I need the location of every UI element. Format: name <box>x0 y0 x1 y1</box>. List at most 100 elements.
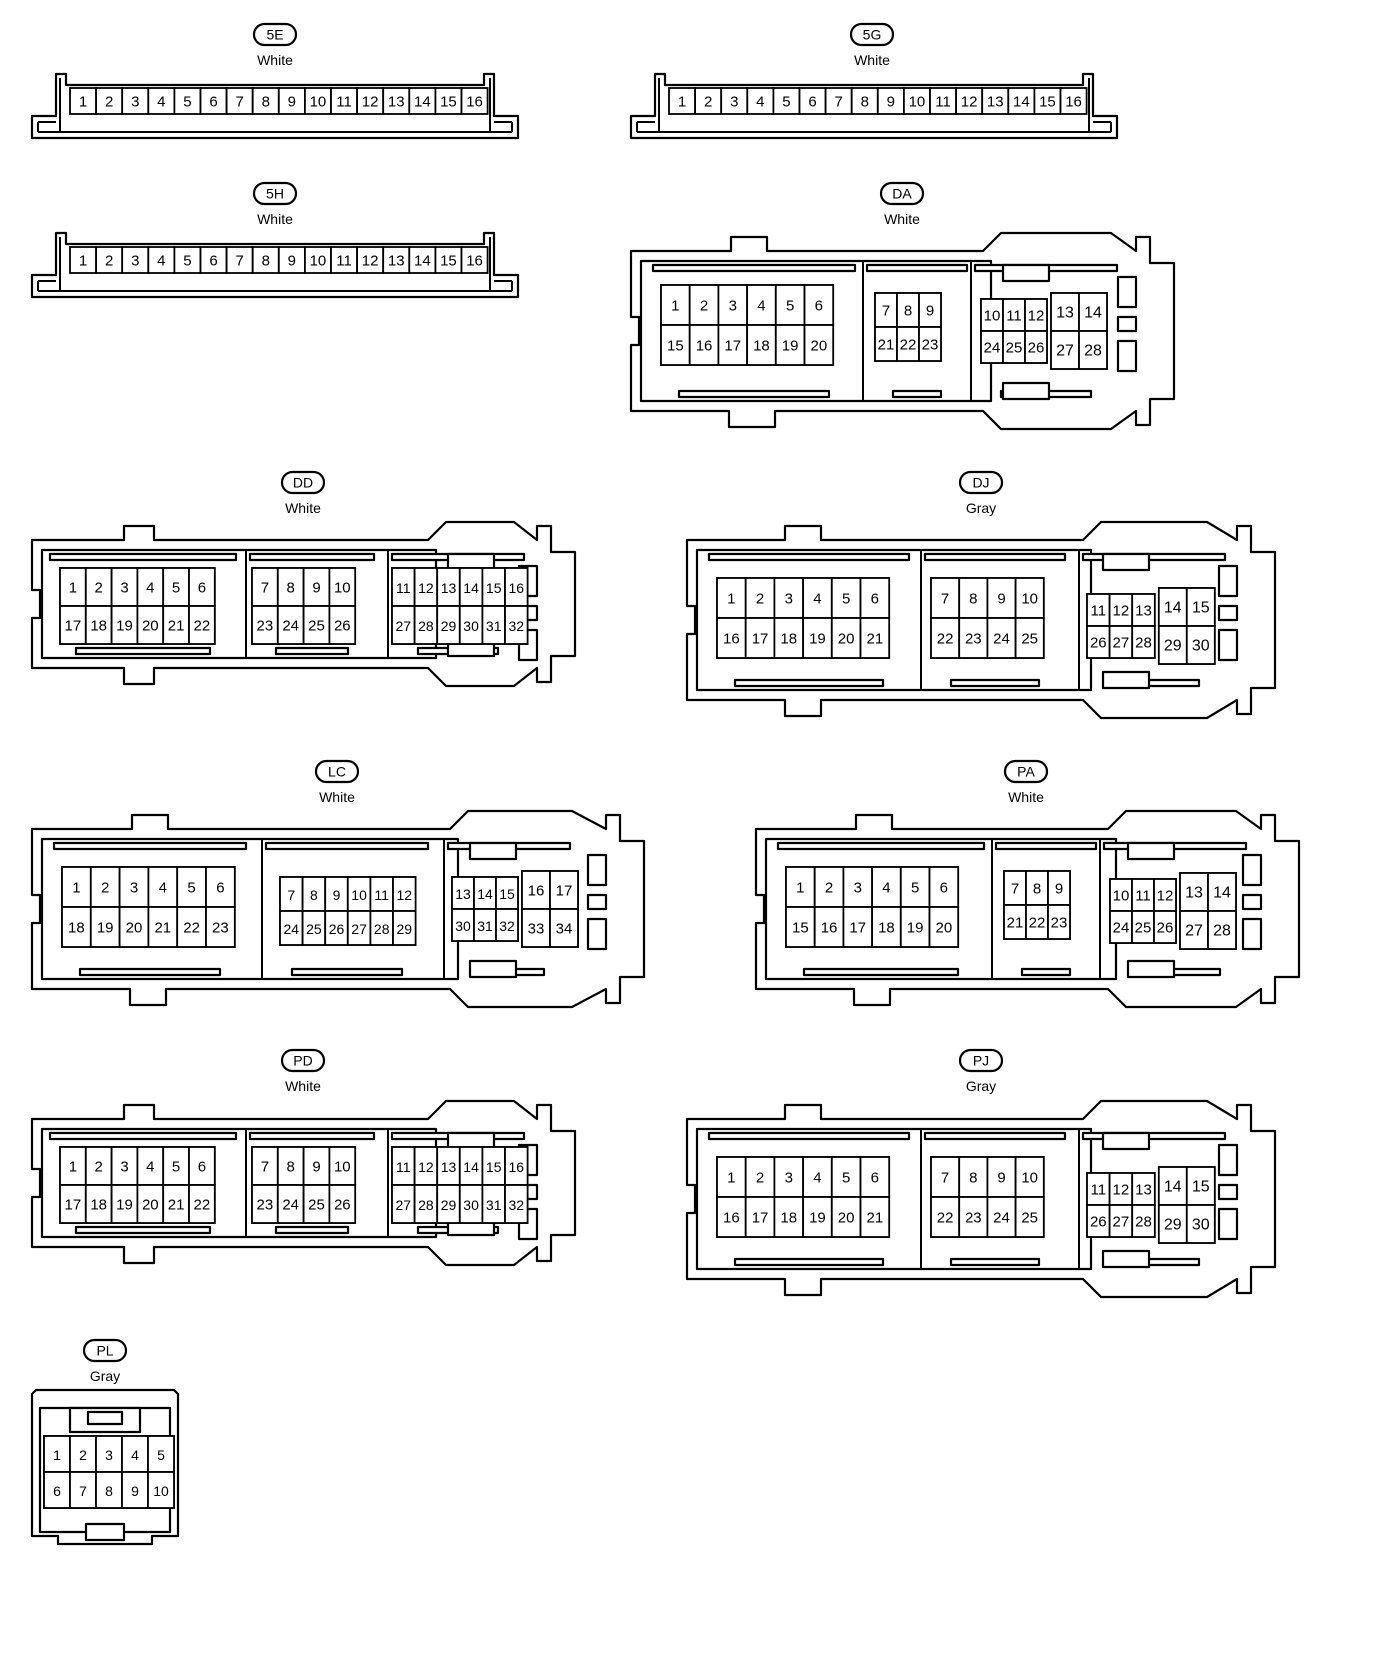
pin-number: 30 <box>1192 638 1210 655</box>
pin-number: 27 <box>1113 635 1130 652</box>
pin-cavity <box>958 577 989 619</box>
pin-number: 28 <box>1213 923 1231 940</box>
pin-number: 8 <box>1033 881 1041 898</box>
pin-number: 2 <box>700 298 708 315</box>
pin-cavity <box>1059 87 1088 115</box>
pin-number: 21 <box>867 631 884 648</box>
pin-cavity <box>392 910 417 946</box>
pin-cavity <box>504 605 529 645</box>
pin-number: 23 <box>257 1197 274 1214</box>
pin-cavity <box>460 246 489 274</box>
pin-number: 27 <box>1185 923 1203 940</box>
pin-cavity <box>1047 904 1071 940</box>
guide-rail <box>707 552 911 562</box>
pin-cavity <box>302 1184 331 1224</box>
guide-rail <box>274 646 350 656</box>
pin-cavity <box>1131 1204 1156 1238</box>
pin-cavity <box>660 324 691 366</box>
latch-slot <box>586 893 608 911</box>
pin-number: 19 <box>809 631 826 648</box>
pin-number: 14 <box>414 94 431 111</box>
pin-cavity <box>110 605 139 645</box>
pin-cavity <box>434 87 463 115</box>
connector-code-badge <box>849 22 895 47</box>
pin-cavity <box>802 617 833 659</box>
pin-number: 11 <box>1091 1182 1107 1199</box>
pin-number: 13 <box>1185 885 1203 902</box>
pin-number: 15 <box>499 886 515 902</box>
connector-code: 5H <box>266 186 284 202</box>
lock-bump <box>468 959 518 979</box>
pin-cavity <box>328 567 357 607</box>
pin-number: 4 <box>756 94 764 111</box>
pin-cavity <box>1007 87 1036 115</box>
pin-number: 16 <box>1065 94 1082 111</box>
pin-number: 25 <box>308 618 325 635</box>
pin-number: 18 <box>780 631 797 648</box>
pin-number: 9 <box>1055 881 1063 898</box>
pin-number: 1 <box>671 298 679 315</box>
pin-number: 20 <box>936 920 953 937</box>
pin-number: 7 <box>261 1159 269 1176</box>
guide-rail <box>248 552 376 562</box>
pin-number: 10 <box>909 94 926 111</box>
pin-number: 18 <box>68 920 85 937</box>
pin-cavity <box>121 246 150 274</box>
pin-number: 10 <box>1113 888 1130 905</box>
pin-cavity <box>276 567 305 607</box>
connector-code-badge <box>252 181 298 206</box>
pin-number: 25 <box>1021 631 1038 648</box>
pin-number: 1 <box>727 1170 735 1187</box>
pin-number: 6 <box>871 1170 879 1187</box>
lock-bump <box>468 841 518 861</box>
pin-cavity <box>803 284 835 326</box>
pin-number: 3 <box>131 253 139 270</box>
pin-number: 10 <box>334 580 351 597</box>
pin-number: 21 <box>168 618 185 635</box>
pin-number: 7 <box>1011 881 1019 898</box>
pin-number: 6 <box>198 1159 206 1176</box>
pin-number: 29 <box>441 618 457 634</box>
pin-cavity <box>61 866 92 908</box>
pin-cavity <box>1014 617 1045 659</box>
pin-cavity <box>43 1471 71 1509</box>
pin-number: 19 <box>809 1210 826 1227</box>
pin-number: 26 <box>1157 920 1174 937</box>
pin-cavity <box>859 617 891 659</box>
latch-slot <box>1116 275 1138 309</box>
pin-cavity <box>225 246 254 274</box>
latch-slot <box>1217 564 1239 598</box>
pin-number: 11 <box>374 887 389 903</box>
pin-number: 16 <box>821 920 838 937</box>
pin-cavity <box>89 906 121 948</box>
connector-code: DD <box>293 475 313 491</box>
pin-cavity <box>59 605 87 645</box>
pin-number: 6 <box>209 253 217 270</box>
pin-number: 13 <box>1135 1182 1152 1199</box>
connector-color-label: White <box>1008 789 1044 805</box>
pin-number: 12 <box>1028 308 1045 325</box>
pin-number: 13 <box>1135 603 1152 620</box>
pin-cavity <box>871 866 902 908</box>
pin-cavity <box>830 1196 862 1238</box>
pin-cavity <box>84 1146 113 1186</box>
pin-number: 3 <box>785 591 793 608</box>
pin-number: 23 <box>965 631 982 648</box>
key-slot <box>84 1522 126 1542</box>
pin-cavity <box>930 1156 961 1198</box>
pin-number: 27 <box>1056 343 1074 360</box>
pin-cavity <box>69 1471 97 1509</box>
pin-number: 5 <box>911 880 919 897</box>
guide-rail <box>923 1131 1067 1141</box>
pin-cavity <box>903 87 931 115</box>
pin-number: 20 <box>838 631 855 648</box>
pin-cavity <box>121 1435 149 1473</box>
pin-cavity <box>716 1156 747 1198</box>
pin-number: 21 <box>154 920 171 937</box>
pin-number: 9 <box>312 580 320 597</box>
guide-rail <box>1081 1131 1227 1141</box>
